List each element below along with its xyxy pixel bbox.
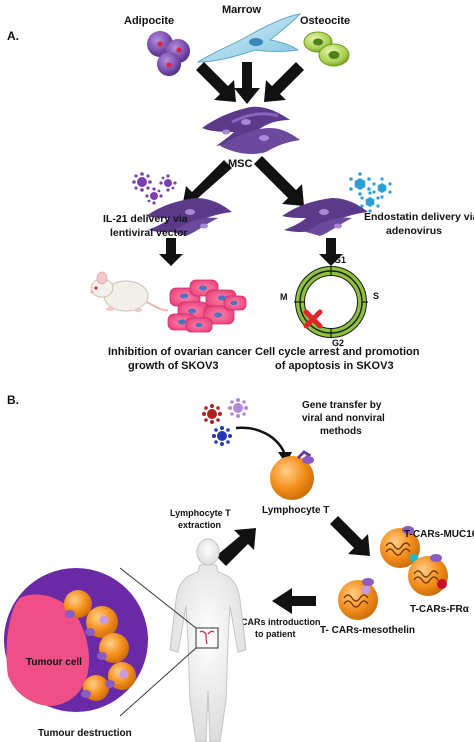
endostatin-label-line2: adenovirus — [386, 225, 442, 237]
il21-label-line2: lentiviral vector — [110, 227, 188, 239]
msc-endostatin-cells-icon — [282, 198, 368, 236]
t-car-muc16-cell-icon — [380, 526, 420, 568]
arrow-msc-to-il21 — [182, 160, 232, 208]
zoom-line-top — [119, 567, 197, 629]
adenovirus-particles-icon — [349, 172, 392, 213]
arrow-cars-to-patient — [272, 588, 316, 614]
lymphocyte-t-label: Lymphocyte T — [262, 505, 329, 516]
endostatin-label-line1: Endostatin delivery via — [364, 211, 474, 223]
down-arrows-a — [159, 238, 343, 266]
extraction-label-line2: extraction — [178, 520, 221, 530]
arrow-marrow-to-msc — [234, 62, 260, 104]
gene-transfer-label-line3: methods — [320, 426, 362, 437]
arrow-osteocite-to-msc — [264, 62, 304, 102]
gene-transfer-label-line2: viral and nonviral — [302, 413, 385, 424]
marrow-label: Marrow — [222, 4, 262, 16]
skov3-tumour-cells-icon — [167, 279, 247, 333]
t-car-muc16-label: T-CARs-MUC16 — [404, 529, 474, 540]
cycle-s-label: S — [373, 291, 379, 301]
panel-b-label: B. — [7, 393, 19, 407]
tumour-destruction-zoom-icon — [4, 568, 148, 712]
arrows-to-msc — [196, 62, 304, 104]
reproductive-zoom-box — [195, 627, 219, 649]
inhibition-label-line2: growth of SKOV3 — [128, 360, 218, 372]
lentivirus-particles-icon — [132, 172, 177, 205]
arrest-label-line2: of apoptosis in SKOV3 — [275, 360, 394, 372]
cell-cycle-block-x-icon — [303, 309, 323, 329]
arrows-panel-b — [216, 516, 370, 614]
arrest-label-line1: Cell cycle arrest and promotion — [255, 346, 420, 358]
introduction-label-line1: T-CARs introduction — [233, 617, 321, 627]
t-cells-attacking — [64, 590, 136, 701]
gene-transfer-arrow — [235, 426, 286, 453]
arrow-adipocite-to-msc — [196, 62, 236, 102]
cycle-g2-label: G2 — [332, 338, 344, 348]
marrow-cell-icon — [196, 13, 302, 63]
patient-body-icon — [169, 538, 247, 742]
inhibition-label-line1: Inhibition of ovarian cancer — [108, 346, 252, 358]
msc-il21-cells-icon — [146, 198, 232, 236]
t-car-mesothelin-cell-icon — [338, 578, 378, 620]
arrow-il21-down — [159, 238, 183, 266]
t-car-fra-cell-icon — [408, 554, 448, 596]
arrow-lymphocyte-to-cars — [330, 516, 370, 556]
introduction-label-line2: to patient — [255, 629, 296, 639]
cell-cycle-icon — [294, 266, 368, 338]
cycle-m-label: M — [280, 292, 288, 302]
tumour-cell-label: Tumour cell — [26, 657, 82, 668]
msc-label: MSC — [228, 158, 253, 170]
msc-cells-icon — [202, 106, 300, 154]
t-car-mesothelin-label: T- CARs-mesothelin — [320, 625, 415, 636]
panel-a-label: A. — [7, 29, 19, 43]
il21-label-line1: IL-21 delivery via — [103, 213, 188, 225]
gene-transfer-label-line1: Gene transfer by — [302, 400, 382, 411]
extraction-label-line1: Lymphocyte T — [170, 508, 231, 518]
lymphocyte-t-icon — [270, 450, 314, 500]
tumour-destruction-label: Tumour destruction — [38, 728, 132, 739]
adipocite-label: Adipocite — [124, 15, 174, 27]
zoom-line-bottom — [119, 647, 197, 717]
arrow-msc-to-endostatin — [254, 156, 304, 206]
osteocyte-icon — [303, 31, 350, 67]
arrow-patient-to-lymphocyte — [216, 528, 256, 566]
arrow-endostatin-down — [319, 238, 343, 266]
mouse-icon — [90, 271, 169, 312]
osteocite-label: Osteocite — [300, 15, 350, 27]
arrows-from-msc — [182, 156, 304, 208]
t-car-fra-label: T-CARs-FRα — [410, 604, 470, 615]
gene-vectors-icon — [202, 398, 248, 446]
cycle-g1-label: G1 — [334, 255, 346, 265]
adipocyte-icon — [147, 31, 190, 76]
